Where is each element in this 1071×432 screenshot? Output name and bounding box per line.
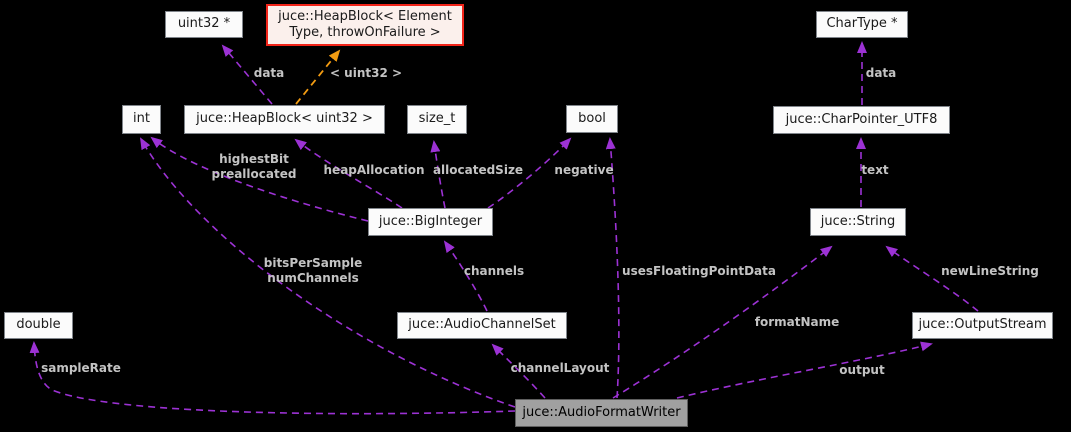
edge-channellayout <box>491 343 546 399</box>
edge-label-data-charpointer: data <box>865 66 897 80</box>
node-outputstream[interactable]: juce::OutputStream <box>912 312 1053 339</box>
node-double[interactable]: double <box>4 312 73 339</box>
edge-allocatedsize <box>430 140 446 209</box>
edge-usesfloatingpointdata <box>605 137 620 399</box>
edge-output <box>676 341 933 399</box>
node-uint32-ptr[interactable]: uint32 * <box>165 11 243 38</box>
edge-label-template-instance: < uint32 > <box>329 66 403 80</box>
edge-label-heapallocation: heapAllocation <box>323 163 425 177</box>
edge-label-channellayout: channelLayout <box>510 361 610 375</box>
edge-label-text: text <box>861 163 889 177</box>
node-charpointer-utf8[interactable]: juce::CharPointer_UTF8 <box>773 106 950 134</box>
edge-data-to-uint32ptr <box>221 44 273 105</box>
edge-label-negative: negative <box>554 163 614 177</box>
node-string[interactable]: juce::String <box>810 208 906 236</box>
node-int[interactable]: int <box>122 105 161 134</box>
node-heapblock-uint32[interactable]: juce::HeapBlock< uint32 > <box>184 105 385 134</box>
edge-label-formatname: formatName <box>754 315 840 329</box>
edge-label-usesfloatingpointdata: usesFloatingPointData <box>622 264 776 278</box>
edge-label-bitspersample-numchannels: bitsPerSample numChannels <box>263 256 363 285</box>
edge-label-highestbit-preallocated: highestBit preallocated <box>211 152 297 181</box>
edge-highestbit-preallocated <box>150 136 369 222</box>
node-bool[interactable]: bool <box>566 105 618 133</box>
edge-label-allocatedsize: allocatedSize <box>432 163 524 177</box>
edge-heapallocation <box>294 138 403 209</box>
edge-label-newlinestring: newLineString <box>941 264 1039 278</box>
edge-label-channels: channels <box>463 264 525 278</box>
edge-newlinestring <box>885 245 979 312</box>
node-size-t[interactable]: size_t <box>407 105 467 134</box>
edge-negative <box>487 137 572 209</box>
node-heapblock-template[interactable]: juce::HeapBlock< Element Type, throwOnFa… <box>266 4 464 46</box>
node-audiochannelset[interactable]: juce::AudioChannelSet <box>397 312 567 339</box>
node-chartype-ptr[interactable]: CharType * <box>816 11 908 38</box>
node-audioformatwriter: juce::AudioFormatWriter <box>515 399 688 427</box>
node-biginteger[interactable]: juce::BigInteger <box>368 208 493 236</box>
edge-label-samplerate: sampleRate <box>41 361 121 375</box>
edge-samplerate <box>29 341 516 415</box>
edge-bitspersample-numchannels <box>140 137 516 408</box>
edge-formatname <box>612 245 833 399</box>
edge-label-output: output <box>839 363 885 377</box>
edge-label-data-heapblock: data <box>253 66 285 80</box>
edge-channels <box>443 240 488 312</box>
